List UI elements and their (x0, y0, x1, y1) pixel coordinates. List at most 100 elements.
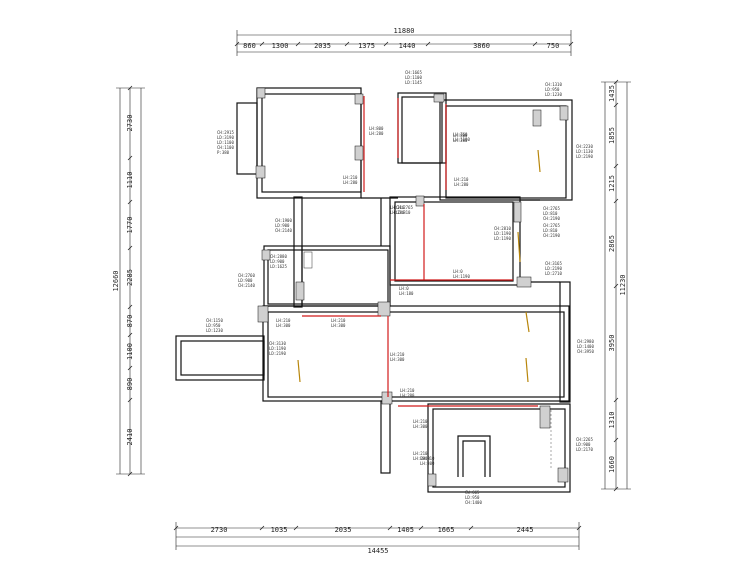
right-segment-dimension: 1660 (608, 456, 616, 473)
note-callout: LH:0LH:180 (399, 286, 414, 296)
bottom-tick (293, 525, 299, 531)
top-tick (568, 41, 574, 47)
note-line: LH:180 (399, 291, 414, 296)
note-line: LH:210 (343, 175, 358, 180)
bottom-total-dimension: 14455 (367, 547, 388, 555)
bottom-segment-dimension: 1405 (397, 526, 414, 534)
left-segment-dimension: 1110 (126, 172, 134, 189)
note-line: CH:2880 (270, 254, 287, 259)
note-line: P:380 (217, 150, 230, 155)
note-line: CH:1310 (545, 82, 562, 87)
left-segment-dimension: 2285 (126, 269, 134, 286)
note-line: LD:1145 (405, 80, 422, 85)
right-tick (613, 163, 619, 169)
note-line: CH:1665 (405, 70, 422, 75)
note-line: LH:800 (369, 126, 384, 131)
right-segment-dimension: 1310 (608, 412, 616, 429)
note-line: LH:280 (390, 210, 405, 215)
note-line: LD:3190 (217, 135, 234, 140)
right-tick (613, 102, 619, 108)
note-line: CH:3950 (577, 349, 594, 354)
left-tick (127, 85, 133, 91)
top-tick (295, 41, 301, 47)
note-line: LH:1190 (453, 137, 470, 142)
note-line: LD:2170 (576, 447, 593, 452)
note-line: CH:1150 (206, 318, 223, 323)
left-total-dimension: 12660 (112, 270, 120, 291)
note-line: LH:300 (420, 461, 435, 466)
left-tick (127, 155, 133, 161)
note-callout: LH:0LH:1190 (453, 269, 470, 279)
note-line: LH:280 (454, 182, 469, 187)
note-line: CH:3130 (269, 341, 286, 346)
note-line: LD:810 (543, 228, 558, 233)
left-tick (127, 332, 133, 338)
note-line: CH:3165 (545, 261, 562, 266)
note-line: CH:2230 (576, 144, 593, 149)
note-line: LH:300 (331, 323, 346, 328)
right-tick (613, 283, 619, 289)
right-tick (613, 437, 619, 443)
left-tick (127, 365, 133, 371)
red-markers (302, 96, 538, 407)
note-line: CH:1900 (275, 218, 292, 223)
note-line: LH:210 (420, 456, 435, 461)
note-line: LD:1400 (577, 344, 594, 349)
bottom-tick (387, 525, 393, 531)
note-line: LH:300 (390, 357, 405, 362)
note-line: LD:900 (238, 278, 253, 283)
top-segment-dimension: 1300 (272, 42, 289, 50)
note-line: CH:2810 (494, 226, 511, 231)
bottom-dimension-lines (173, 522, 582, 550)
note-line: LH:210 (400, 388, 415, 393)
note-line: LD:810 (543, 211, 558, 216)
top-tick (383, 41, 389, 47)
right-tick (613, 198, 619, 204)
left-tick (127, 304, 133, 310)
right-segment-dimension: 1435 (608, 85, 616, 102)
right-segment-dimension: 3950 (608, 335, 616, 352)
note-line: LD:1190 (269, 346, 286, 351)
note-line: LD:2710 (545, 271, 562, 276)
left-segment-dimension: 2730 (126, 115, 134, 132)
note-line: CH:2915 (217, 130, 234, 135)
wall-columns (255, 87, 569, 487)
top-tick (344, 41, 350, 47)
bottom-tick (173, 525, 179, 531)
note-line: LD:900 (275, 223, 290, 228)
top-tick (532, 41, 538, 47)
note-line: LH:0 (453, 269, 463, 274)
note-line: CH:2140 (275, 228, 292, 233)
note-line: CH:1100 (217, 145, 234, 150)
note-line: LD:1230 (545, 92, 562, 97)
top-total-dimension: 11880 (393, 27, 414, 35)
left-tick (127, 397, 133, 403)
bottom-tick (468, 525, 474, 531)
note-line: LD:1100 (217, 140, 234, 145)
bottom-segment-dimension: 2730 (211, 526, 228, 534)
bottom-segment-dimension: 1035 (271, 526, 288, 534)
top-dimension-lines (234, 30, 574, 56)
left-segment-dimension: 1100 (126, 343, 134, 360)
top-segment-dimension: 3860 (473, 42, 490, 50)
top-segment-dimension: 1375 (358, 42, 375, 50)
left-tick (127, 245, 133, 251)
